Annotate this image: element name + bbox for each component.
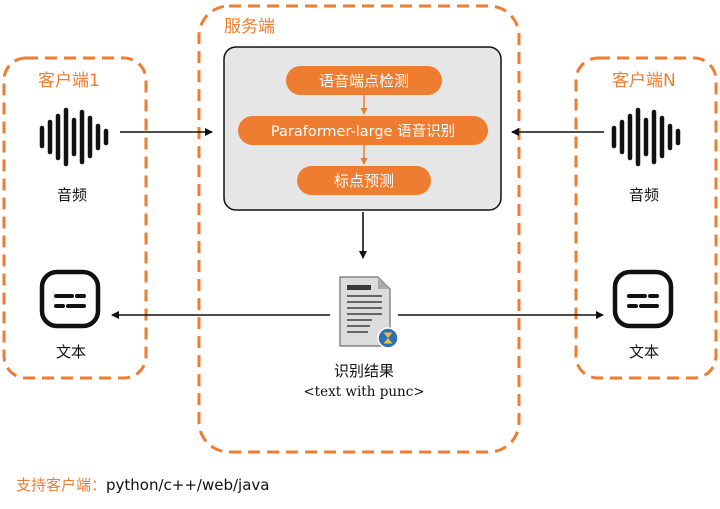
audio-waveform-icon bbox=[39, 107, 109, 167]
server-title: 服务端 bbox=[224, 17, 275, 37]
client-right-container bbox=[574, 56, 718, 380]
client-right-audio-label: 音频 bbox=[629, 186, 659, 204]
step-punc-label: 标点预测 bbox=[334, 172, 394, 190]
result-label: 识别结果 bbox=[334, 362, 394, 380]
footer-label: 支持客户端： bbox=[16, 476, 107, 494]
client-left-title: 客户端1 bbox=[38, 71, 100, 91]
audio-waveform-icon bbox=[611, 107, 681, 167]
text-box-icon bbox=[612, 269, 674, 329]
step-punc: 标点预测 bbox=[297, 166, 431, 195]
document-result-icon bbox=[339, 276, 399, 349]
result-sublabel: <text with punc> bbox=[303, 384, 424, 400]
client-left-text-label: 文本 bbox=[56, 343, 86, 361]
server-container bbox=[197, 4, 521, 454]
footer-value: python/c++/web/java bbox=[106, 476, 270, 494]
step-asr: Paraformer-large 语音识别 bbox=[238, 116, 488, 145]
step-vad: 语音端点检测 bbox=[286, 66, 442, 95]
step-vad-label: 语音端点检测 bbox=[319, 72, 409, 90]
client-right-text-label: 文本 bbox=[629, 343, 659, 361]
step-asr-label: Paraformer-large 语音识别 bbox=[271, 123, 455, 140]
client-right-title: 客户端N bbox=[612, 71, 676, 91]
text-box-icon bbox=[39, 269, 101, 329]
client-left-container bbox=[2, 56, 148, 380]
client-left-audio-label: 音频 bbox=[57, 186, 87, 204]
footer-note: 支持客户端：python/c++/web/java bbox=[16, 474, 269, 495]
